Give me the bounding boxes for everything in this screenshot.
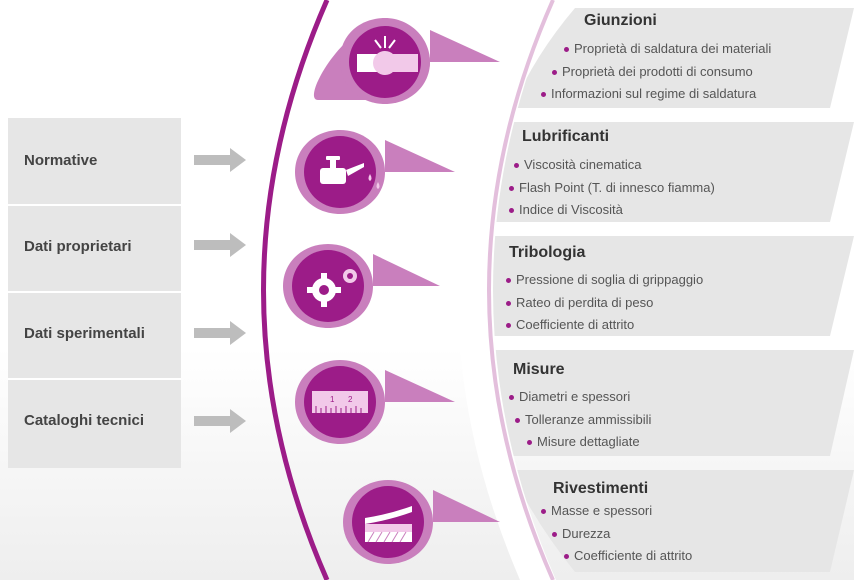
list-item: Coefficiente di attrito: [564, 548, 692, 563]
panel-rivestimenti: [510, 470, 854, 572]
arrow-icon: [194, 321, 246, 345]
list-item: Masse e spessori: [541, 503, 652, 518]
marker-tribologia: [283, 244, 440, 328]
arrow-icon: [194, 233, 246, 257]
list-item: Flash Point (T. di innesco fiamma): [509, 180, 715, 195]
arrow-icon: [194, 148, 246, 172]
list-item: Rateo di perdita di peso: [506, 295, 653, 310]
source-dati-sperimentali: Dati sperimentali: [24, 325, 145, 342]
main-arc: [261, 0, 330, 580]
source-cataloghi-tecnici: Cataloghi tecnici: [24, 412, 145, 429]
right-panels: [487, 8, 854, 572]
list-item: Misure dettagliate: [527, 434, 640, 449]
source-normative: Normative: [24, 152, 98, 169]
category-title-misure: Misure: [513, 361, 565, 378]
panel-misure: [490, 350, 854, 456]
list-item: Viscosità cinematica: [514, 157, 642, 172]
ruler-tick-label: 2: [348, 395, 353, 404]
panel-giunzioni: [512, 8, 854, 108]
marker-lubrificanti: [295, 130, 455, 214]
category-title-lubrificanti: Lubrificanti: [522, 128, 610, 145]
welding-icon: [357, 36, 418, 75]
source-panel: [8, 118, 181, 468]
arc-gap: [457, 0, 556, 580]
list-item: Proprietà di saldatura dei materiali: [564, 41, 771, 56]
arrow-icon: [194, 409, 246, 433]
marker-giunzioni: [313, 18, 500, 104]
category-title-giunzioni: Giunzioni: [584, 12, 657, 29]
secondary-arc: [487, 0, 555, 580]
list-item: Tolleranze ammissibili: [515, 412, 651, 427]
panel-tribologia: [487, 236, 854, 336]
ruler-icon: 1 2: [312, 391, 368, 413]
list-item: Coefficiente di attrito: [506, 317, 634, 332]
panel-lubrificanti: [492, 122, 854, 222]
coating-layers-icon: [365, 506, 412, 543]
list-item: Proprietà dei prodotti di consumo: [552, 64, 753, 79]
marker-rivestimenti: [343, 480, 500, 564]
ruler-tick-label: 1: [330, 395, 335, 404]
list-item: Diametri e spessori: [509, 389, 630, 404]
list-item: Indice di Viscosità: [509, 202, 623, 217]
oil-can-icon: [320, 156, 380, 189]
marker-misure: 1 2: [295, 360, 455, 444]
arrows: [194, 148, 246, 433]
list-item: Durezza: [552, 526, 610, 541]
list-item: Informazioni sul regime di saldatura: [541, 86, 756, 101]
list-item: Pressione di soglia di grippaggio: [506, 272, 703, 287]
category-title-tribologia: Tribologia: [509, 244, 586, 261]
category-title-rivestimenti: Rivestimenti: [553, 480, 649, 497]
source-dati-proprietari: Dati proprietari: [24, 238, 132, 255]
gears-icon: [307, 269, 357, 307]
